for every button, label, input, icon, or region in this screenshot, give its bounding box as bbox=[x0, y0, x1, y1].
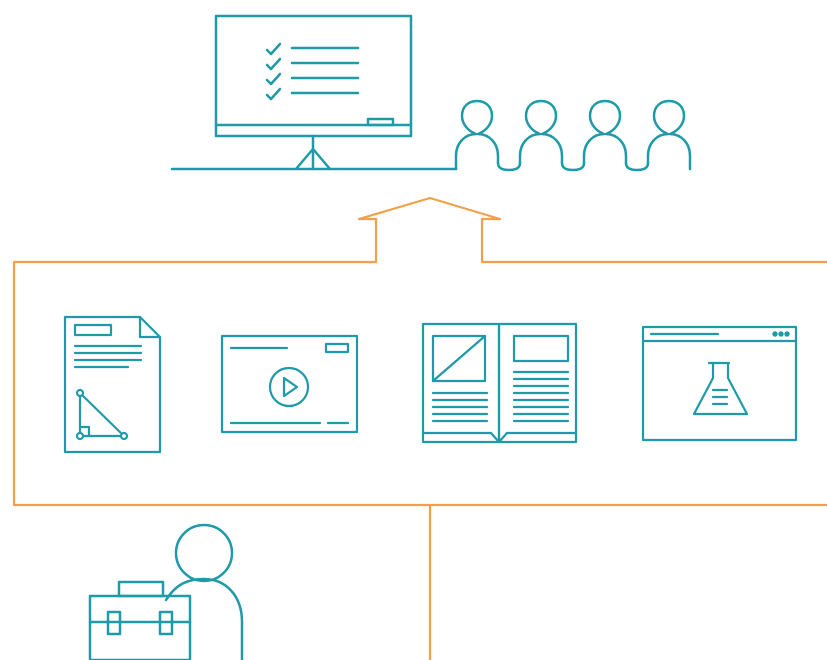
virtual-lab-browser-icon bbox=[641, 325, 798, 442]
open-book-icon bbox=[421, 322, 578, 444]
video-player-icon bbox=[220, 334, 359, 434]
teacher-bag-icon bbox=[88, 580, 192, 660]
worksheet-document-icon bbox=[63, 315, 162, 454]
teacher-person-icon bbox=[164, 523, 244, 660]
people-icon bbox=[454, 99, 692, 172]
resource-frame bbox=[12, 196, 827, 660]
presentation-board-icon bbox=[214, 14, 413, 171]
